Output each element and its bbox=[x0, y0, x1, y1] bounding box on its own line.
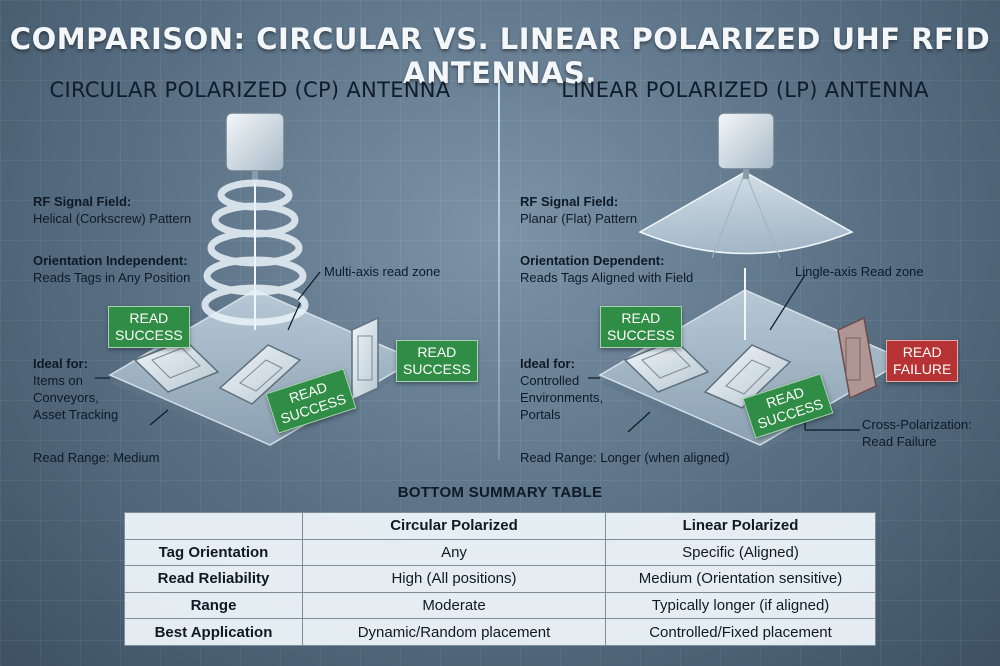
lp-zone-label: Lingle-axis Read zone bbox=[795, 264, 924, 279]
table-cell: Any bbox=[302, 538, 606, 567]
table-cell: Medium (Orientation sensitive) bbox=[605, 565, 876, 593]
table-cell: Moderate bbox=[302, 591, 606, 620]
cp-orient-desc: Reads Tags in Any Position bbox=[33, 270, 191, 285]
table-row: Best Application Dynamic/Random placemen… bbox=[124, 618, 876, 646]
page-title: COMPARISON: CIRCULAR VS. LINEAR POLARIZE… bbox=[9, 22, 991, 90]
cp-leader-lines bbox=[95, 271, 321, 426]
lp-orient-title: Orientation Dependent: bbox=[520, 253, 665, 268]
table-cell: Specific (Aligned) bbox=[605, 538, 876, 567]
center-divider bbox=[498, 80, 500, 460]
table-cell: Dynamic/Random placement bbox=[302, 618, 606, 646]
table-cell: Typically longer (if aligned) bbox=[605, 591, 876, 620]
table-row-head: Tag Orientation bbox=[124, 538, 303, 567]
lp-ideal-label: Ideal for: Controlled Environments, Port… bbox=[520, 355, 603, 423]
lp-orientation-label: Orientation Dependent: Reads Tags Aligne… bbox=[520, 252, 693, 286]
lp-rf-title: RF Signal Field: bbox=[520, 194, 619, 209]
table-row-head: Read Reliability bbox=[124, 565, 303, 593]
cp-heading: CIRCULAR POLARIZED (CP) ANTENNA bbox=[49, 78, 451, 102]
lp-cross-polarization-label: Cross-Polarization:Read Failure bbox=[862, 417, 972, 449]
cp-ideal-label: Ideal for: Items on Conveyors, Asset Tra… bbox=[33, 355, 118, 423]
cp-tags bbox=[133, 316, 379, 405]
table-row-head: Best Application bbox=[124, 618, 303, 646]
table-title: BOTTOM SUMMARY TABLE bbox=[397, 484, 603, 501]
cp-antenna bbox=[225, 112, 285, 330]
lp-ideal-line: Environments, bbox=[520, 390, 604, 405]
table-row: Range Moderate Typically longer (if alig… bbox=[124, 591, 876, 620]
lp-heading: LINEAR POLARIZED (LP) ANTENNA bbox=[561, 78, 929, 102]
lp-orient-desc: Reads Tags Aligned with Field bbox=[520, 270, 694, 285]
table-cell: Controlled/Fixed placement bbox=[605, 618, 876, 646]
lp-ideal-line: Portals bbox=[520, 407, 561, 422]
cp-zone-label: Multi-axis read zone bbox=[324, 264, 441, 279]
lp-planar-field bbox=[638, 171, 854, 259]
lp-read-range: Read Range: Longer (when aligned) bbox=[520, 450, 730, 465]
table-header: Linear Polarized bbox=[605, 512, 876, 540]
table-header-row: Circular Polarized Linear Polarized bbox=[124, 512, 876, 540]
table-header: Circular Polarized bbox=[302, 512, 606, 540]
summary-table: Circular Polarized Linear Polarized Tag … bbox=[124, 512, 876, 646]
cp-ideal-line: Items on bbox=[33, 373, 83, 388]
lp-rf-desc: Planar (Flat) Pattern bbox=[520, 211, 638, 226]
antenna-illustrations bbox=[95, 112, 907, 453]
cp-ideal-title: Ideal for: bbox=[33, 356, 88, 371]
cp-helix-field bbox=[201, 179, 309, 326]
cp-ideal-line: Conveyors, bbox=[33, 390, 99, 405]
table-row: Read Reliability High (All positions) Me… bbox=[124, 565, 876, 593]
cp-rf-desc: Helical (Corkscrew) Pattern bbox=[33, 211, 192, 226]
cp-orient-title: Orientation Independent: bbox=[33, 253, 188, 268]
cp-rf-title: RF Signal Field: bbox=[33, 194, 132, 209]
table-row-head: Range bbox=[124, 591, 303, 620]
cp-read-range: Read Range: Medium bbox=[33, 450, 160, 465]
lp-rf-field-label: RF Signal Field: Planar (Flat) Pattern bbox=[520, 193, 637, 227]
lp-ideal-line: Controlled bbox=[520, 373, 580, 388]
table-header bbox=[124, 512, 303, 540]
lp-ideal-title: Ideal for: bbox=[520, 356, 575, 371]
lp-tags bbox=[623, 316, 877, 409]
table-cell: High (All positions) bbox=[302, 565, 606, 593]
cp-rf-field-label: RF Signal Field: Helical (Corkscrew) Pat… bbox=[33, 193, 191, 227]
table-row: Tag Orientation Any Specific (Aligned) bbox=[124, 538, 876, 567]
lp-antenna bbox=[717, 112, 775, 340]
cp-orientation-label: Orientation Independent: Reads Tags in A… bbox=[33, 252, 190, 286]
cp-ideal-line: Asset Tracking bbox=[33, 407, 119, 422]
